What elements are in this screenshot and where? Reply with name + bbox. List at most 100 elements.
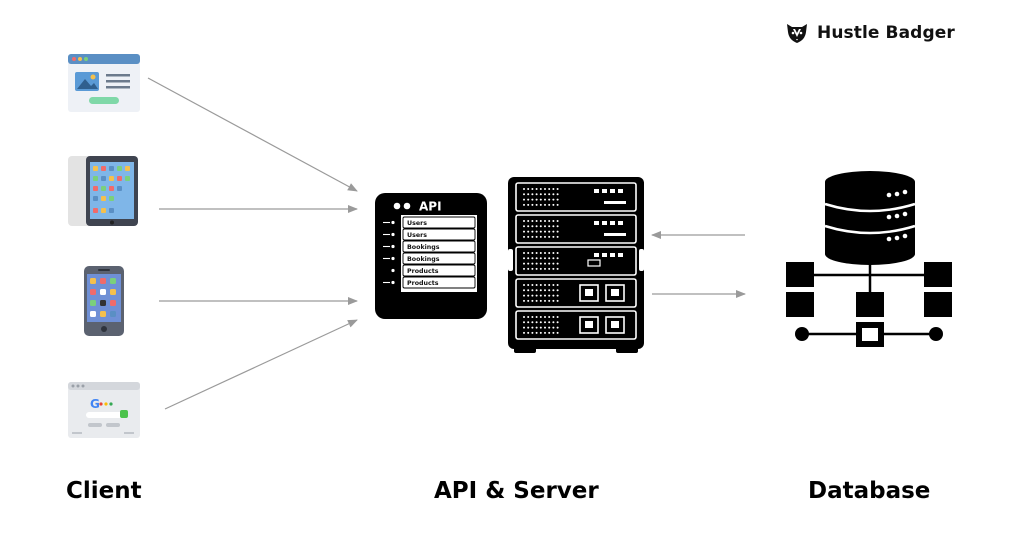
vent-dot: [552, 198, 555, 201]
vent-dot: [527, 289, 530, 292]
vent-dot: [544, 331, 546, 334]
port-icon: [587, 259, 601, 267]
smartphone-icon: [84, 266, 124, 336]
rack-unit: [515, 246, 637, 276]
vent-dot: [523, 321, 525, 324]
ethernet-port-icon: [579, 284, 599, 302]
vent-dot: [527, 262, 530, 265]
vent-dot: [552, 316, 555, 318]
api-row-port: [391, 268, 395, 273]
vent-dot: [552, 267, 555, 270]
vent-dot: [531, 257, 534, 260]
vent-dot: [548, 225, 551, 228]
drive-bar: [604, 201, 626, 204]
vent-dot: [556, 193, 559, 196]
vent-dot: [531, 267, 534, 270]
vent-dot: [527, 331, 530, 334]
vent-dot: [548, 316, 551, 318]
indicator-light: [610, 189, 615, 193]
vent-dot: [535, 331, 538, 334]
vent-dot: [539, 203, 542, 206]
vent-dot: [531, 331, 534, 334]
api-row-port: [391, 244, 395, 249]
vent-dot: [552, 188, 555, 190]
api-row-label: Users: [407, 232, 427, 239]
vent-dot: [531, 294, 534, 297]
vent-dot: [535, 289, 538, 292]
vent-dot: [527, 220, 530, 222]
vent-dot: [556, 188, 559, 190]
vent-dot: [535, 235, 538, 238]
vent-dot: [539, 188, 542, 190]
vent-dot: [531, 230, 534, 233]
vent-dot: [531, 289, 534, 292]
vent-dot: [552, 262, 555, 265]
vent-dot: [531, 203, 534, 206]
vent-dot: [531, 321, 534, 324]
vent-dot: [527, 230, 530, 233]
rack-unit: [515, 214, 637, 244]
vent-dot: [527, 294, 530, 297]
vent-dot: [544, 225, 546, 228]
vent-dot: [548, 230, 551, 233]
vent-dot: [548, 252, 551, 254]
vent-dot: [527, 321, 530, 324]
vent-dot: [531, 225, 534, 228]
vent-dot: [556, 235, 559, 238]
vent-dot: [535, 198, 538, 201]
vent-dot: [556, 198, 559, 201]
vent-dot: [539, 284, 542, 286]
database-icon: [786, 171, 952, 347]
vent-dot: [548, 326, 551, 329]
vent-dot: [523, 230, 525, 233]
vent-dot: [552, 220, 555, 222]
vent-dot: [548, 257, 551, 260]
vent-dot: [556, 252, 559, 254]
vent-dot: [552, 299, 555, 302]
indicator-light: [602, 253, 607, 257]
vent-dot: [523, 193, 525, 196]
vent-dot: [548, 294, 551, 297]
vent-dot: [523, 331, 525, 334]
indicator-light: [594, 189, 599, 193]
vent-dot: [527, 198, 530, 201]
database-label: Database: [808, 478, 931, 504]
vent-dot: [539, 235, 542, 238]
vent-dot: [535, 321, 538, 324]
vent-dot: [527, 326, 530, 329]
api-row-port: [391, 220, 395, 225]
vent-dot: [539, 225, 542, 228]
vent-dot: [531, 326, 534, 329]
vent-dot: [544, 262, 546, 265]
arrow-search-to-api: [164, 319, 358, 410]
vent-dot: [548, 267, 551, 270]
vent-dot: [544, 267, 546, 270]
ethernet-port-icon: [579, 316, 599, 334]
ethernet-port-jack: [611, 289, 619, 296]
vent-dot: [544, 289, 546, 292]
api-row: [402, 264, 476, 277]
vent-dot: [544, 193, 546, 196]
vent-dot: [544, 326, 546, 329]
vent-dot: [544, 294, 546, 297]
vent-dot: [535, 230, 538, 233]
api-row-port: [391, 280, 395, 285]
vent-dot: [548, 321, 551, 324]
vent-dot: [539, 326, 542, 329]
indicator-light: [610, 253, 615, 257]
vent-dot: [556, 267, 559, 270]
vent-dot: [531, 299, 534, 302]
vent-dot: [523, 225, 525, 228]
vent-dot: [531, 235, 534, 238]
vent-dot: [527, 235, 530, 238]
vent-dot: [539, 198, 542, 201]
api-server-label: API & Server: [434, 478, 599, 504]
vent-dot: [556, 294, 559, 297]
rack-unit: [515, 182, 637, 212]
database-cylinder-icon: [824, 171, 916, 265]
api-row: [402, 240, 476, 253]
brand-logo: Hustle Badger: [785, 22, 955, 44]
vent-dot: [556, 284, 559, 286]
vent-dot: [523, 289, 525, 292]
